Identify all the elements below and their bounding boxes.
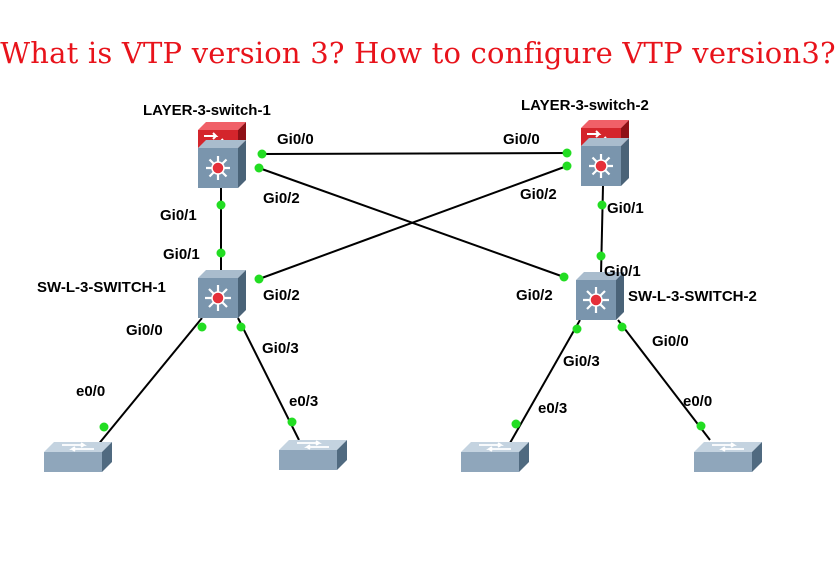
port-dot [197, 322, 207, 332]
port-dot [696, 421, 706, 431]
link-l3sw2-swl32 [600, 185, 604, 276]
access-switch-icon[interactable] [278, 439, 347, 471]
port-label: Gi0/1 [604, 263, 641, 280]
layer3-switch-router-icon[interactable] [579, 120, 629, 186]
port-dot [562, 148, 572, 158]
port-dot [257, 149, 267, 159]
port-label: e0/3 [538, 400, 567, 417]
port-label: Gi0/0 [277, 131, 314, 148]
port-dot [236, 322, 246, 332]
port-label: e0/0 [76, 383, 105, 400]
device-layer-3-switch-1[interactable]: LAYER-3-switch-1 [143, 102, 271, 188]
port-dot [287, 417, 297, 427]
port-dot [572, 324, 582, 334]
access-switch-icon[interactable] [460, 441, 529, 473]
port-dot [99, 422, 109, 432]
port-label: Gi0/1 [163, 246, 200, 263]
device-label-swl32: SW-L-3-SWITCH-2 [628, 288, 757, 305]
device-label-l3sw2: LAYER-3-switch-2 [521, 97, 649, 114]
port-label: e0/0 [683, 393, 712, 410]
port-label: Gi0/3 [262, 340, 299, 357]
port-label: Gi0/0 [652, 333, 689, 350]
device-sw-l-3-switch-2[interactable]: SW-L-3-SWITCH-2 [574, 272, 757, 320]
port-dot [617, 322, 627, 332]
port-dot [596, 251, 606, 261]
port-indicators [99, 148, 706, 432]
multilayer-switch-icon[interactable] [196, 270, 246, 318]
port-dot [559, 272, 569, 282]
access-switch-icon[interactable] [693, 441, 762, 473]
device-sw-l-3-switch-1[interactable]: SW-L-3-SWITCH-1 [37, 270, 246, 318]
port-dot [562, 161, 572, 171]
port-label: Gi0/2 [520, 186, 557, 203]
port-label: e0/3 [289, 393, 318, 410]
port-dot [511, 419, 521, 429]
link-l3sw2-swl31 [258, 165, 568, 280]
link-swl32-access3 [509, 319, 581, 444]
port-dot [216, 200, 226, 210]
port-dot [597, 200, 607, 210]
port-label: Gi0/1 [160, 207, 197, 224]
port-dot [216, 248, 226, 258]
link-swl32-access4 [617, 319, 711, 441]
port-label: Gi0/3 [563, 353, 600, 370]
port-label: Gi0/2 [263, 190, 300, 207]
port-label: Gi0/0 [126, 322, 163, 339]
device-label-l3sw1: LAYER-3-switch-1 [143, 102, 271, 119]
port-label: Gi0/0 [503, 131, 540, 148]
access-switch-icon[interactable] [43, 441, 112, 473]
device-label-swl31: SW-L-3-SWITCH-1 [37, 279, 166, 296]
port-dot [254, 163, 264, 173]
port-dot [254, 274, 264, 284]
port-label: Gi0/2 [263, 287, 300, 304]
device-layer-3-switch-2[interactable]: LAYER-3-switch-2 [521, 97, 649, 186]
layer3-switch-router-icon[interactable] [196, 122, 246, 188]
link-swl31-access1 [96, 317, 203, 447]
port-label: Gi0/2 [516, 287, 553, 304]
page-title: What is VTP version 3? How to configure … [0, 36, 836, 70]
port-label: Gi0/1 [607, 200, 644, 217]
link-l3sw1-l3sw2 [261, 152, 568, 155]
port-labels: Gi0/0 Gi0/0 Gi0/2 Gi0/2 Gi0/2 Gi0/2 Gi0/… [76, 131, 712, 417]
